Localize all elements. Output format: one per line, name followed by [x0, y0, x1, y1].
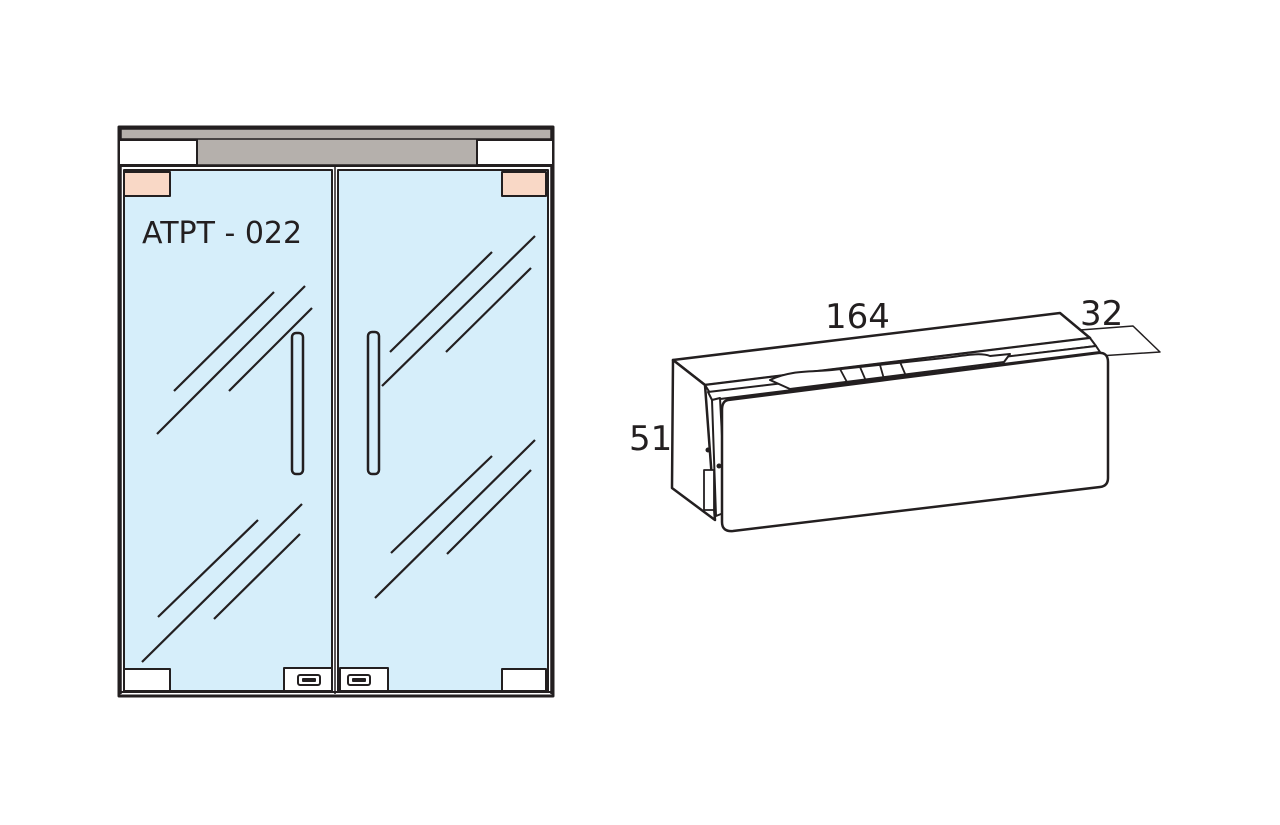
dimension-length-label: 164 — [825, 297, 890, 337]
bottom-left-patch-fitting — [123, 668, 171, 692]
bottom-right-patch-fitting — [501, 668, 547, 692]
front-cover-plate — [720, 351, 1110, 533]
recess-cutout — [769, 353, 1011, 390]
dimension-width-label: 32 — [1080, 294, 1123, 334]
top-right-patch-fitting — [501, 171, 547, 197]
door-model-label: ATPT - 022 — [142, 216, 302, 251]
center-floor-lock — [283, 667, 389, 692]
right-pull-handle[interactable] — [366, 330, 381, 476]
top-left-patch-fitting — [123, 171, 171, 197]
double-glass-door — [117, 125, 555, 698]
right-glass-reflection-lines — [374, 235, 536, 599]
patch-fitting-drawing — [670, 311, 1161, 533]
dimension-height-label: 51 — [629, 419, 672, 459]
left-pull-handle[interactable] — [290, 331, 305, 476]
left-glass-reflection-lines — [141, 285, 313, 663]
top-left-patch-housing — [118, 139, 198, 166]
top-right-patch-housing — [476, 139, 554, 166]
